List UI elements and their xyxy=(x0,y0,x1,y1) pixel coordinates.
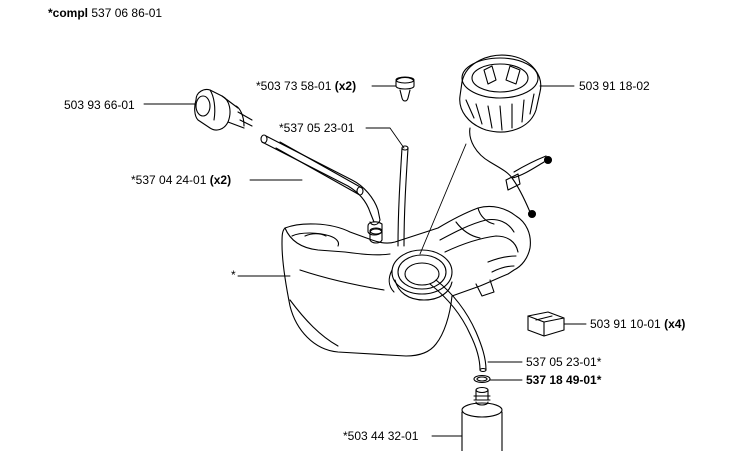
callout-vent-valve-qty: (x2) xyxy=(334,79,357,93)
leader-lines xyxy=(143,85,587,437)
callout-vent-valve-number: *503 73 58-01 xyxy=(256,79,332,93)
outlet-grommet xyxy=(194,88,253,131)
fuel-filter xyxy=(461,386,503,451)
callout-rubber-buffer-number: 503 91 10-01 xyxy=(590,317,661,331)
vent-valve xyxy=(395,76,415,102)
kit-heading-number: 537 06 86-01 xyxy=(91,6,163,20)
callout-fuel-cap-number: 503 91 18-02 xyxy=(579,79,650,93)
callout-hose-pair-number: *537 04 24-01 xyxy=(131,173,207,187)
vent-grommet xyxy=(367,221,383,236)
fuel-cap xyxy=(459,54,553,219)
callout-outlet-grommet: 503 93 66-01 xyxy=(64,98,135,112)
hose-pair xyxy=(260,134,381,226)
callout-tank-body-mark: * xyxy=(231,268,236,282)
fuel-tank xyxy=(281,205,531,357)
callout-tank-body: * xyxy=(231,268,236,282)
fuel-hose-upper xyxy=(397,145,409,247)
callout-o-ring: 537 18 49-01* xyxy=(526,373,601,387)
callout-fuel-hose-upper: *537 05 23-01 xyxy=(279,121,354,135)
callout-fuel-filter: *503 44 32-01 xyxy=(343,429,418,443)
kit-heading: *compl 537 06 86-01 xyxy=(48,6,162,20)
callout-fuel-filter-number: *503 44 32-01 xyxy=(343,429,419,443)
callout-hose-pair: *537 04 24-01 (x2) xyxy=(131,173,231,187)
callout-fuel-hose-upper-number: *537 05 23-01 xyxy=(279,121,355,135)
callout-vent-valve: *503 73 58-01 (x2) xyxy=(256,79,356,93)
callout-fuel-hose-lower: 537 05 23-01* xyxy=(526,355,601,369)
leader-fuel-hose-upper xyxy=(365,127,405,149)
callout-o-ring-number: 537 18 49-01* xyxy=(526,373,602,387)
fuel-hose-lower xyxy=(429,279,487,373)
leader-fuel-cap-to-neck xyxy=(419,143,467,255)
rubber-buffer xyxy=(527,311,565,337)
callout-fuel-hose-lower-number: 537 05 23-01* xyxy=(526,355,602,369)
callout-fuel-cap: 503 91 18-02 xyxy=(579,79,650,93)
callout-hose-pair-qty: (x2) xyxy=(209,173,232,187)
o-ring xyxy=(473,374,491,384)
kit-heading-prefix: *compl xyxy=(48,6,89,20)
callout-rubber-buffer: 503 91 10-01 (x4) xyxy=(590,317,685,331)
callout-outlet-grommet-number: 503 93 66-01 xyxy=(64,98,135,112)
callout-rubber-buffer-qty: (x4) xyxy=(664,317,686,331)
